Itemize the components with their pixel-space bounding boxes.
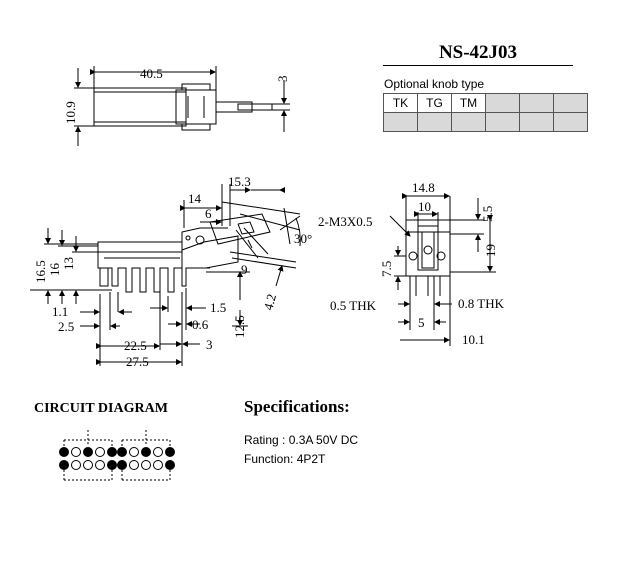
- dim-side-1-5: 1.5: [210, 300, 226, 315]
- dim-side-6: 6: [205, 206, 212, 221]
- knob-checkbox-cell: [451, 112, 486, 132]
- knob-type-cell: [519, 93, 554, 113]
- side-view: [30, 184, 301, 366]
- knob-type-cell: TG: [417, 93, 452, 113]
- dim-side-27-5: 27.5: [126, 354, 149, 369]
- circuit-block-left: [59, 430, 117, 481]
- dim-side-14: 14: [188, 191, 202, 206]
- dim-top-height: 10.9: [63, 101, 78, 124]
- dim-top-length: 40.5: [140, 66, 163, 81]
- dim-side-2-5: 2.5: [58, 319, 74, 334]
- dim-top-shaft: 3: [275, 76, 290, 83]
- dim-side-3: 3: [206, 337, 213, 352]
- dim-side-4-2: 4.2: [260, 292, 279, 312]
- circuit-diagram-label: CIRCUIT DIAGRAM: [34, 401, 168, 416]
- front-view: [389, 193, 496, 346]
- knob-type-cell: [485, 93, 520, 113]
- dim-front-5: 5: [418, 315, 425, 330]
- model-underline: [383, 65, 573, 66]
- knob-checkbox-cell: [553, 112, 588, 132]
- knob-type-cell: TK: [383, 93, 418, 113]
- dim-front-10: 10: [418, 199, 431, 214]
- circuit-block-right: [117, 430, 175, 481]
- knob-checkbox-cell: [485, 112, 520, 132]
- dim-side-0-6: 0.6: [192, 317, 209, 332]
- specifications-title: Specifications:: [244, 397, 350, 416]
- dim-front-screw: 2-M3X0.5: [318, 214, 373, 229]
- dim-front-7-5: 7.5: [379, 261, 394, 277]
- model-header: NS-42J03: [383, 40, 573, 66]
- dim-front-10-1: 10.1: [462, 332, 485, 347]
- dim-side-16-5: 16.5: [33, 260, 48, 283]
- dim-side-13: 13: [61, 257, 76, 270]
- spec-function: Function: 4P2T: [244, 452, 326, 466]
- knob-checkbox-cell: [383, 112, 418, 132]
- dim-front-14-8: 14.8: [412, 180, 435, 195]
- knob-type-table: TK TG TM: [383, 93, 588, 132]
- knob-checkbox-cell: [519, 112, 554, 132]
- top-view: [74, 66, 290, 146]
- dim-front-19: 19: [483, 244, 498, 257]
- knob-type-label: Optional knob type: [384, 77, 485, 91]
- dim-side-12-5: 12.5: [232, 315, 247, 338]
- dim-side-1-1: 1.1: [52, 304, 68, 319]
- knob-checkbox-cell: [417, 112, 452, 132]
- dim-front-thk-05: 0.5 THK: [330, 298, 377, 313]
- circuit-diagram: [59, 430, 175, 481]
- dim-side-16: 16: [47, 263, 62, 277]
- dim-side-22-5: 22.5: [124, 338, 147, 353]
- dim-side-15-3: 15.3: [228, 174, 251, 189]
- dim-side-9: 9: [241, 262, 248, 277]
- dim-side-30: 30°: [294, 231, 312, 246]
- dim-front-5-5: 5.5: [480, 206, 495, 222]
- model-number: NS-42J03: [438, 42, 518, 63]
- dim-front-thk-08: 0.8 THK: [458, 296, 505, 311]
- knob-type-cell: TM: [451, 93, 486, 113]
- spec-rating: Rating : 0.3A 50V DC: [244, 433, 359, 447]
- knob-type-cell: [553, 93, 588, 113]
